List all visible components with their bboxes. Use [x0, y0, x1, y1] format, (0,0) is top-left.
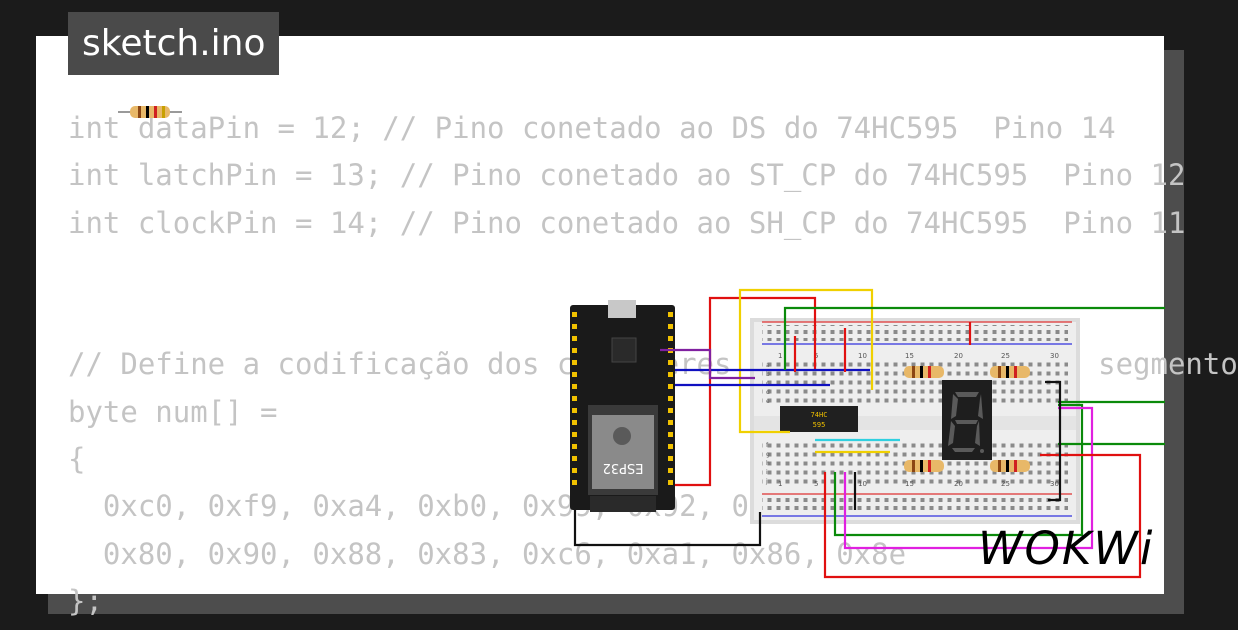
svg-text:1: 1 [778, 352, 782, 360]
svg-text:25: 25 [1001, 480, 1010, 488]
code-line: }; [68, 583, 103, 618]
chip-label-line2: 595 [813, 421, 826, 429]
resistor-icon[interactable] [990, 460, 1030, 472]
resistor-icon[interactable] [118, 106, 182, 118]
svg-text:5: 5 [814, 480, 818, 488]
svg-text:1: 1 [778, 480, 782, 488]
seven-segment-display[interactable]: 8 [942, 380, 992, 471]
breadboard-top-numbers: 1 5 10 15 20 25 30 [778, 352, 1059, 360]
shift-register-chip[interactable]: 74HC 595 [780, 406, 858, 432]
breadboard-bottom-numbers: 1 5 10 15 20 25 30 [778, 480, 1059, 488]
svg-text:i: i [766, 469, 768, 476]
svg-text:e: e [766, 398, 770, 405]
svg-text:b: b [766, 371, 770, 378]
chip-label-line1: 74HC [811, 411, 828, 419]
resistor-icon[interactable] [904, 460, 944, 472]
resistor-icon[interactable] [990, 366, 1030, 378]
svg-text:30: 30 [1050, 352, 1059, 360]
svg-text:20: 20 [954, 352, 963, 360]
svg-text:a: a [766, 362, 770, 369]
resistor-icon[interactable] [904, 366, 944, 378]
svg-text:j: j [765, 478, 768, 485]
svg-text:25: 25 [1001, 352, 1010, 360]
breadboard-row-letters: a b c d e f g h i j [765, 362, 770, 485]
circuit-diagram[interactable]: 1 5 10 15 20 25 30 1 5 10 15 20 25 30 a … [0, 0, 1200, 630]
svg-text:f: f [766, 442, 769, 449]
esp32-label: ESP32 [603, 460, 644, 475]
project-title[interactable]: sketch.ino [68, 12, 280, 75]
svg-text:5: 5 [814, 352, 818, 360]
code-line: int latchPin = 13; // Pino conetado ao S… [68, 158, 1186, 193]
code-line: 0x80, 0x90, 0x88, 0x83, 0xc6, 0xa1, 0x86… [68, 536, 907, 571]
svg-text:c: c [766, 380, 769, 387]
wokwi-logo: WOKWi [978, 522, 1155, 575]
svg-text:20: 20 [954, 480, 963, 488]
svg-text:10: 10 [858, 352, 867, 360]
svg-text:10: 10 [858, 480, 867, 488]
code-line: { [68, 442, 86, 477]
wires[interactable] [573, 288, 1165, 579]
display-digit: 8 [967, 469, 968, 471]
svg-text:d: d [766, 389, 770, 396]
svg-text:15: 15 [905, 352, 914, 360]
svg-text:g: g [766, 451, 770, 458]
code-line: int clockPin = 14; // Pino conetado ao S… [68, 205, 1186, 240]
svg-text:h: h [766, 460, 770, 467]
svg-text:30: 30 [1050, 480, 1059, 488]
code-line: byte num[] = [68, 394, 278, 429]
code-line: int dataPin = 12; // Pino conetado ao DS… [68, 111, 1116, 145]
usb-port [608, 300, 636, 318]
esp32-board[interactable]: ESP32 [570, 300, 675, 512]
svg-text:15: 15 [905, 480, 914, 488]
